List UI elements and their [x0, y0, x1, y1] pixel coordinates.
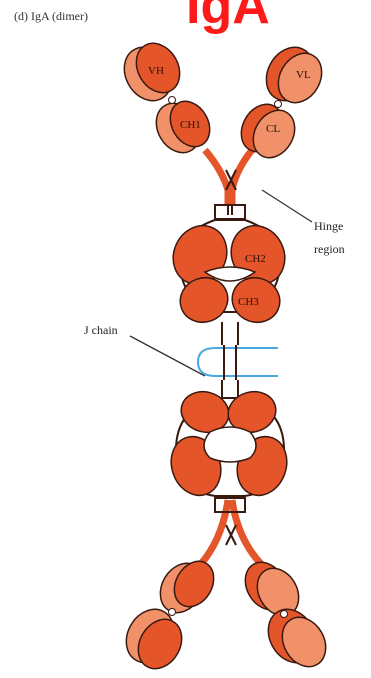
- lower-right-fab: [237, 555, 334, 675]
- label-vh: VH: [148, 65, 164, 77]
- lower-hinge: [200, 498, 262, 565]
- label-cl: CL: [266, 123, 280, 135]
- upper-fc: [164, 217, 294, 345]
- label-ch3: CH3: [238, 296, 259, 308]
- j-chain: [198, 345, 278, 380]
- hinge-leader-line: [262, 190, 312, 222]
- label-ch1: CH1: [180, 119, 201, 131]
- label-hinge-line2: region: [314, 242, 345, 256]
- label-ch2: CH2: [245, 253, 266, 265]
- label-j-chain: J chain: [84, 323, 118, 337]
- upper-left-fab: [115, 35, 218, 160]
- lower-left-fab: [117, 554, 222, 676]
- label-vl: VL: [296, 69, 311, 81]
- upper-right-fab: [233, 39, 330, 165]
- upper-hinge: [205, 150, 252, 219]
- j-chain-leader-line: [130, 336, 205, 376]
- label-hinge-line1: Hinge: [314, 219, 343, 233]
- lower-fc: [163, 380, 295, 502]
